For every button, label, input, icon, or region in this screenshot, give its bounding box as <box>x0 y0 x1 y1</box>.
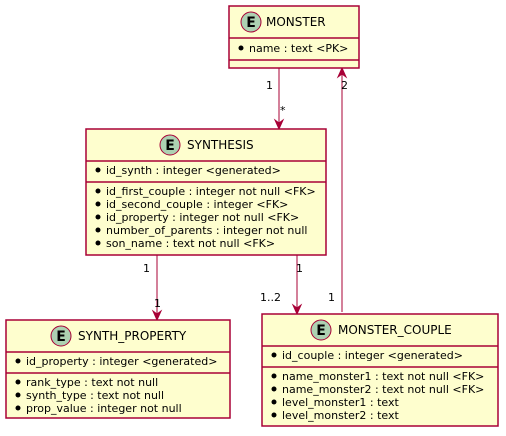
entity-e-icon <box>159 134 181 156</box>
attribute: rank_type : text not null <box>26 376 158 389</box>
relation-synthesis-synth-property: 1 1 <box>143 255 163 322</box>
attribute: level_monster1 : text <box>282 396 400 409</box>
entity-synth-property: E SYNTH_PROPERTY id_property : integer <… <box>5 319 231 419</box>
multiplicity-label: 1 <box>154 297 161 310</box>
attribute: id_second_couple : integer <FK> <box>106 198 288 211</box>
entity-monster: E MONSTER name : text <PK> <box>228 5 360 69</box>
attr-bullet <box>95 240 101 246</box>
entity-title: SYNTHESIS <box>187 138 254 152</box>
attribute: prop_value : integer not null <box>26 402 182 415</box>
entity-e-icon <box>50 325 72 347</box>
entity-title: SYNTH_PROPERTY <box>78 329 187 343</box>
svg-text:E: E <box>246 15 256 31</box>
multiplicity-label: 1..2 <box>260 291 281 304</box>
attr-bullet <box>271 386 277 392</box>
attr-bullet <box>15 379 21 385</box>
attr-bullet <box>95 188 101 194</box>
multiplicity-label: 1 <box>328 291 335 304</box>
entity-monster-couple: E MONSTER_COUPLE id_couple : integer <ge… <box>261 313 499 427</box>
attribute: id_first_couple : integer not null <FK> <box>106 185 316 198</box>
key-bullet <box>238 45 244 51</box>
attr-bullet <box>271 373 277 379</box>
entity-title: MONSTER <box>266 15 326 29</box>
entity-e-icon <box>240 11 262 33</box>
attr-bullet <box>15 405 21 411</box>
entity-e-icon <box>310 319 332 341</box>
attribute: number_of_parents : integer not null <box>106 224 307 237</box>
entity-synthesis: E SYNTHESIS id_synth : integer <generate… <box>85 128 327 256</box>
key-bullet <box>15 358 21 364</box>
relation-synthesis-monster-couple: 1 1..2 <box>260 255 303 316</box>
attr-bullet <box>271 412 277 418</box>
attribute: name_monster1 : text not null <FK> <box>282 370 484 383</box>
svg-text:E: E <box>56 329 66 345</box>
attribute: son_name : text not null <FK> <box>106 237 275 250</box>
relation-monster-couple-monster: 1 2 <box>328 66 348 312</box>
multiplicity-label: 2 <box>341 79 348 92</box>
arrow-head <box>291 303 303 316</box>
arrow-head <box>273 118 285 131</box>
entity-title: MONSTER_COUPLE <box>338 323 452 337</box>
attribute: id_couple : integer <generated> <box>282 349 463 362</box>
key-bullet <box>271 352 277 358</box>
svg-text:E: E <box>165 138 175 154</box>
arrow-head <box>151 309 163 322</box>
attribute: id_property : integer <generated> <box>26 355 217 368</box>
svg-text:E: E <box>316 323 326 339</box>
multiplicity-label: * <box>280 104 286 117</box>
attr-bullet <box>95 201 101 207</box>
attribute: synth_type : text not null <box>26 389 164 402</box>
multiplicity-label: 1 <box>266 79 273 92</box>
arrow-head <box>336 66 348 79</box>
attribute: name_monster2 : text not null <FK> <box>282 383 484 396</box>
attr-bullet <box>271 399 277 405</box>
multiplicity-label: 1 <box>143 262 150 275</box>
attr-bullet <box>95 214 101 220</box>
attr-bullet <box>15 392 21 398</box>
attribute: name : text <PK> <box>249 42 348 55</box>
relation-monster-synthesis: 1 * <box>266 68 286 131</box>
key-bullet <box>95 167 101 173</box>
attr-bullet <box>95 227 101 233</box>
attribute: id_synth : integer <generated> <box>106 164 281 177</box>
multiplicity-label: 1 <box>296 262 303 275</box>
attribute: level_monster2 : text <box>282 409 400 422</box>
attribute: id_property : integer not null <FK> <box>106 211 299 224</box>
